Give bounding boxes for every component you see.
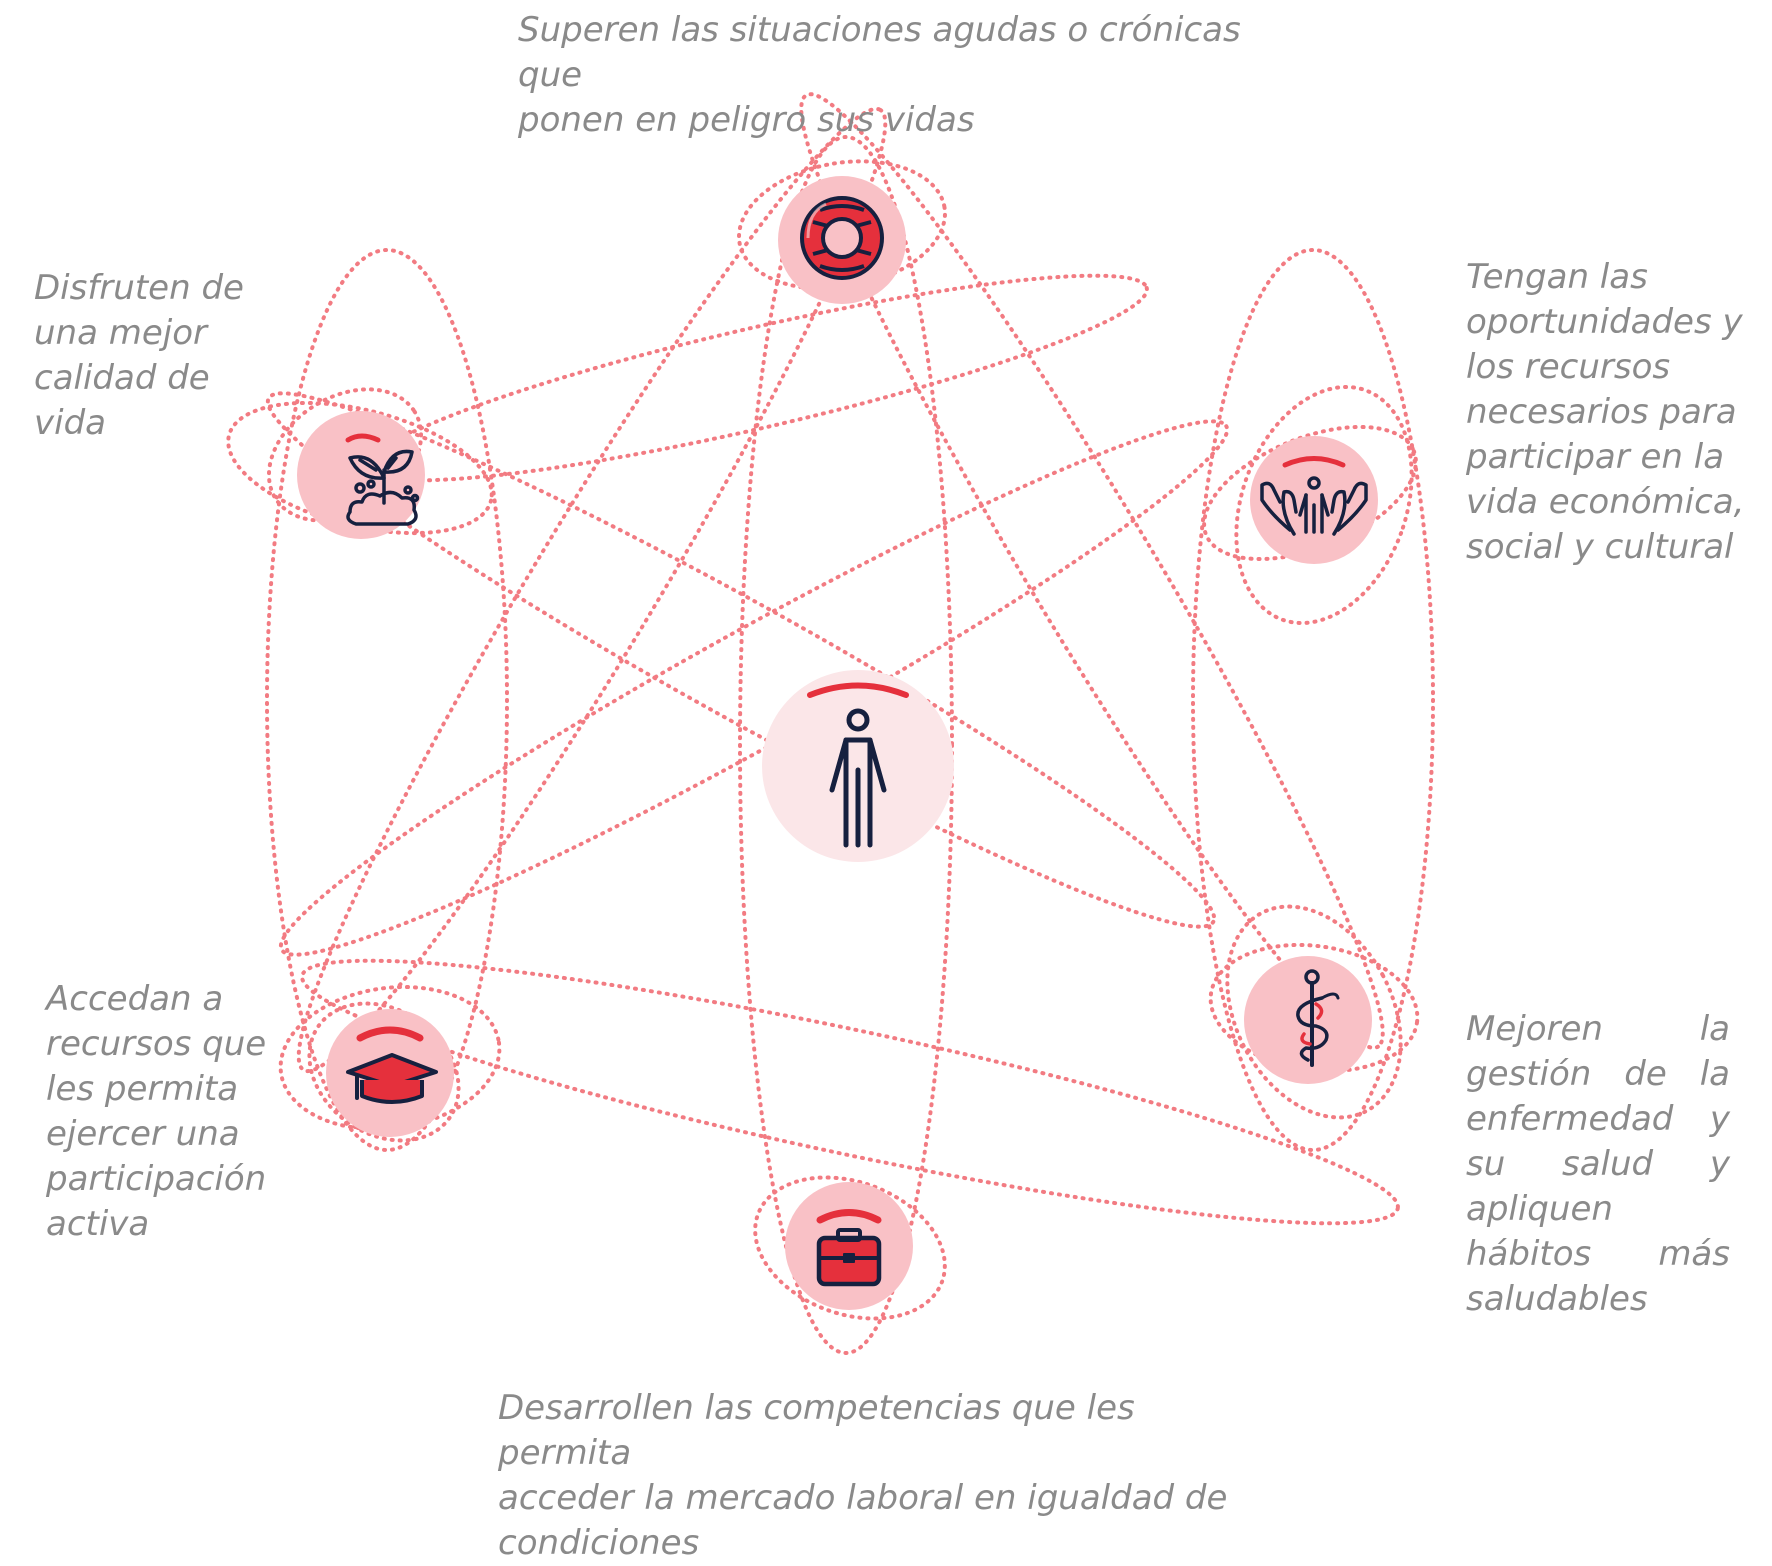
caption-bottom: Desarrollen las competencias que les per… — [498, 1388, 1228, 1563]
caption-upper-right: Tengan las oportunidades y los recursos … — [1466, 257, 1745, 567]
node-upper-left — [297, 411, 425, 539]
orbit-node-bottom-a — [753, 1175, 947, 1321]
orbit-node-lr-a — [1208, 942, 1420, 1074]
briefcase-icon — [816, 1228, 882, 1287]
node-upper-right — [1250, 436, 1378, 564]
diagram-canvas — [226, 92, 1435, 1355]
node-lower-right — [1244, 956, 1372, 1084]
person-icon — [829, 708, 887, 848]
center-node — [762, 670, 954, 862]
caduceus-icon — [1296, 969, 1340, 1067]
orbit-vertical-left — [265, 248, 509, 1152]
orbit-node-top-a — [737, 159, 947, 291]
orbit-link-left-right — [365, 273, 1149, 483]
orbit-vertical-right — [1191, 248, 1435, 1152]
orbit-link-ll-lr — [300, 958, 1400, 1226]
orbit-link-top-bottomright — [799, 92, 1385, 1050]
graduation-cap-icon — [346, 1053, 438, 1104]
caption-upper-left: Disfruten de una mejor calidad de vida — [34, 268, 244, 443]
caption-top: Superen las situaciones agudas o crónica… — [518, 10, 1241, 140]
node-lower-left — [326, 1009, 454, 1137]
node-bottom — [785, 1182, 913, 1310]
orbit-node-lr-b — [1225, 904, 1403, 1120]
orbit-vertical-center — [738, 135, 954, 1355]
orbit-link-top-bottomleft — [296, 106, 888, 1074]
sprout-icon — [346, 449, 420, 526]
caption-lower-left: Accedan a recursos que les permita ejerc… — [46, 979, 267, 1244]
node-top — [778, 176, 906, 304]
caption-lower-right: Mejoren la gestión de la enfermedad y su… — [1466, 1009, 1730, 1319]
orbit-link-ur-ll — [278, 419, 1230, 957]
orbit-node-ul-a — [226, 400, 494, 536]
lifebuoy-icon — [800, 196, 884, 280]
orbit-node-ur-b — [1234, 384, 1414, 626]
orbit-link-ul-lr — [265, 391, 1217, 929]
hands-person-icon — [1260, 476, 1368, 536]
